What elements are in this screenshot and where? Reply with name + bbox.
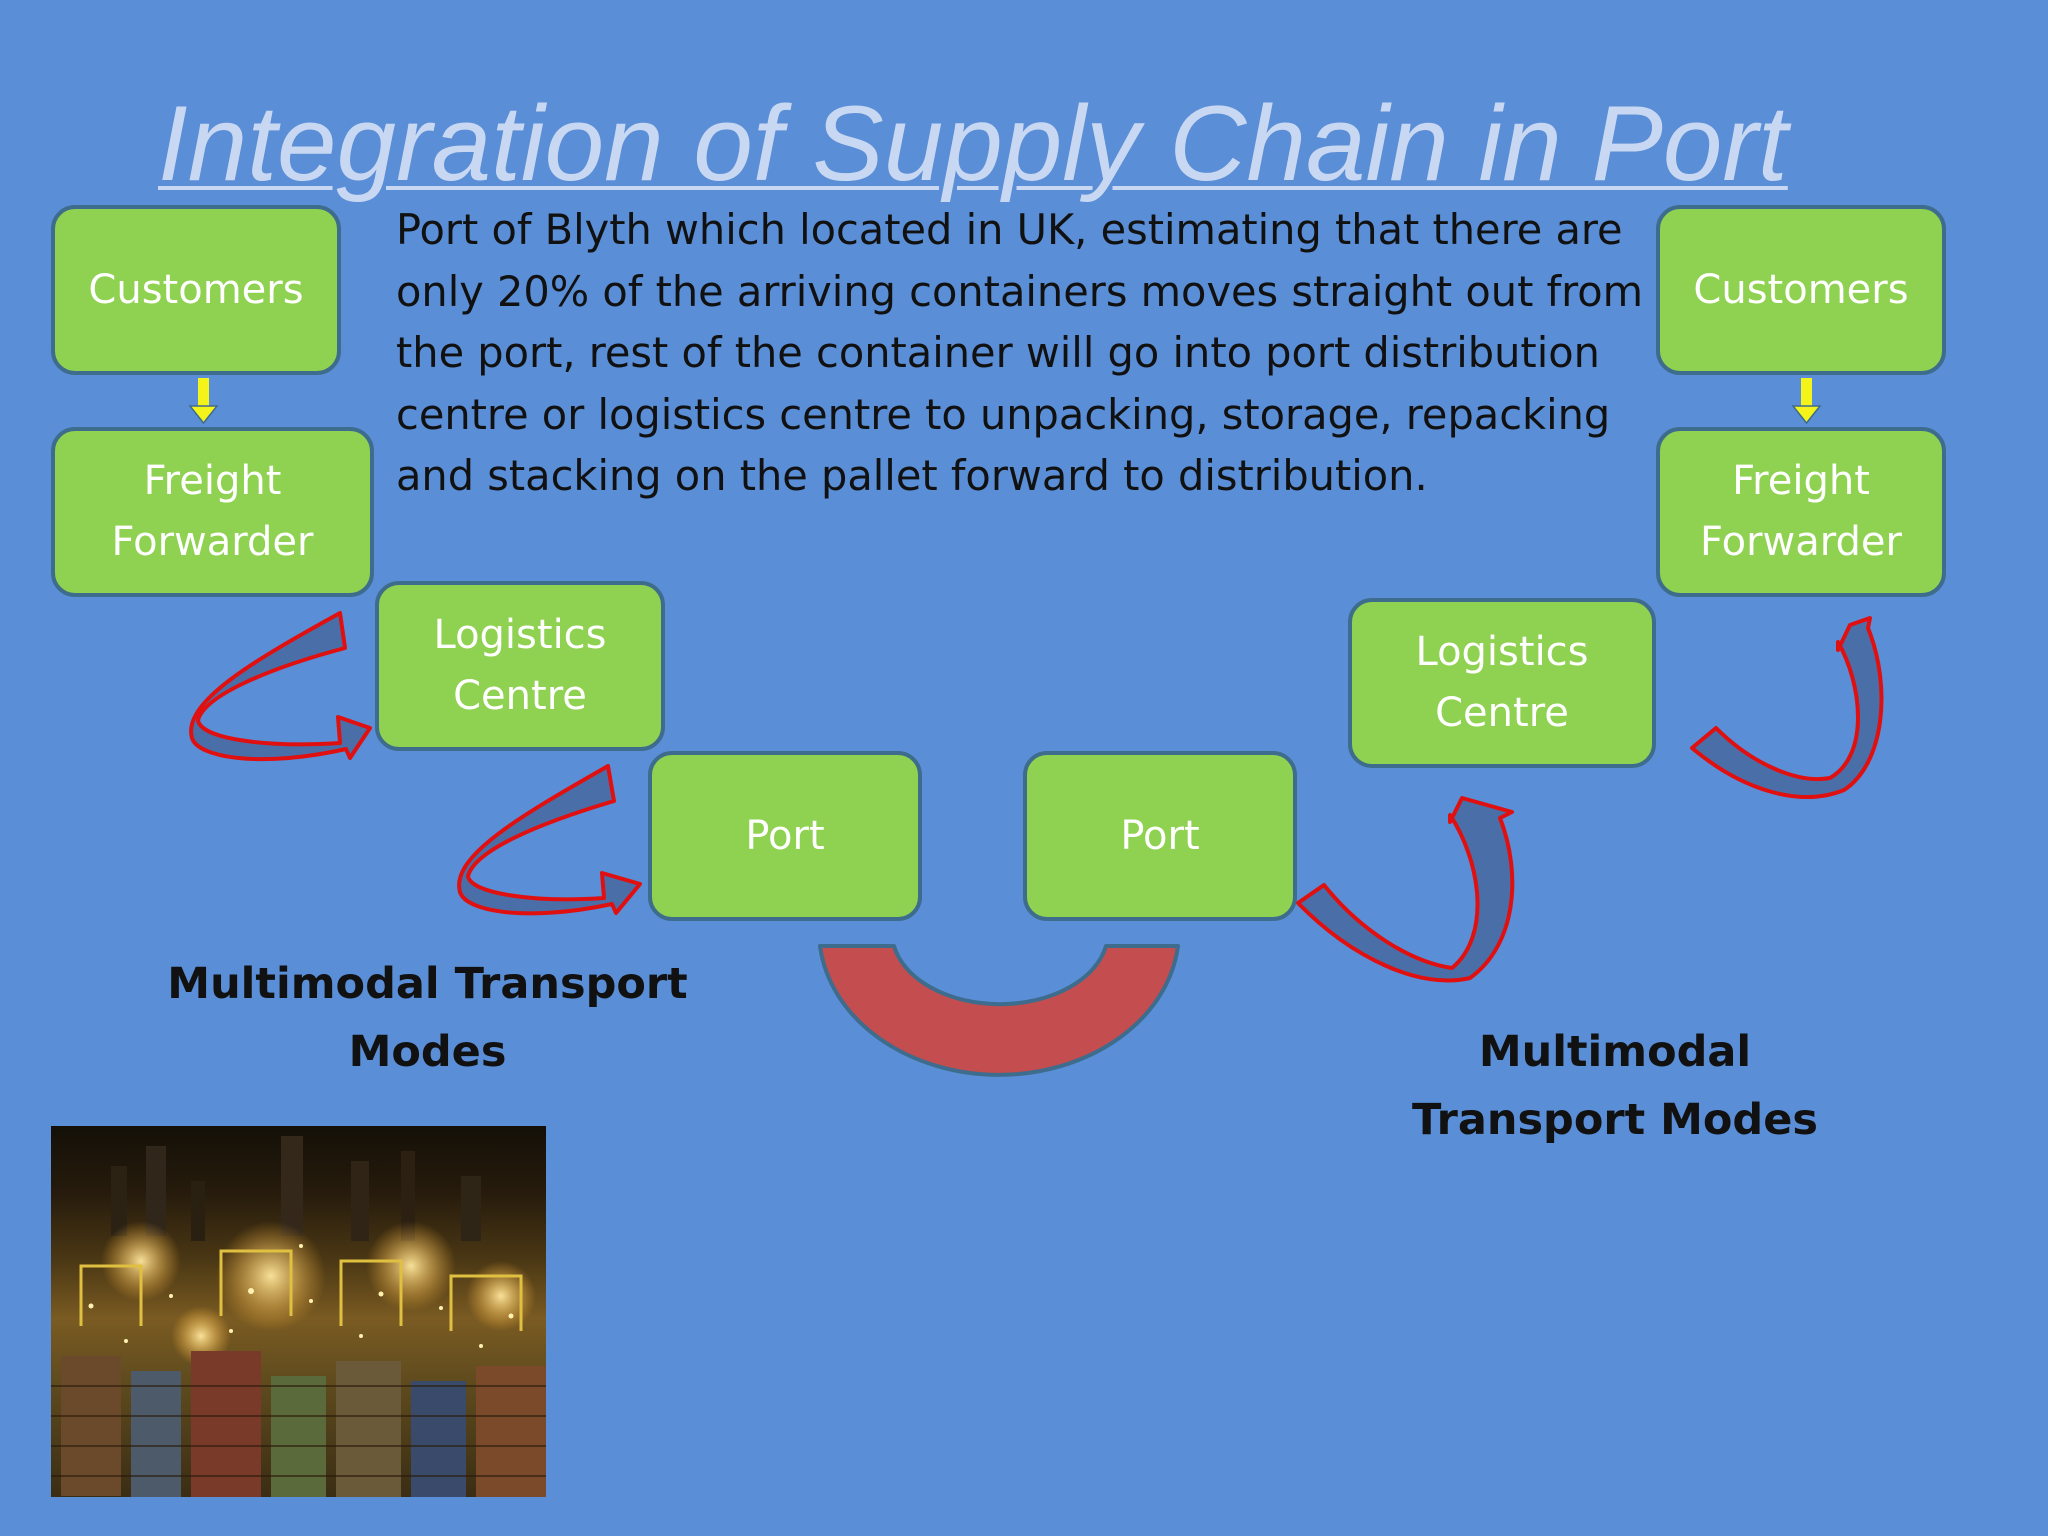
multimodal-label-left: Multimodal Transport Modes bbox=[167, 959, 688, 1077]
port-box-left: Port bbox=[648, 751, 922, 921]
photo-drawing bbox=[51, 1136, 546, 1497]
port-box-right: Port bbox=[1023, 751, 1297, 921]
curved-arrow-logistics-to-port-left bbox=[457, 764, 642, 916]
down-arrow-left bbox=[188, 378, 219, 425]
logistics-centre-label-right: Logistics Centre bbox=[1415, 629, 1589, 736]
freight-forwarder-box-left: Freight Forwarder bbox=[51, 427, 374, 597]
customers-label-right: Customers bbox=[1693, 266, 1909, 313]
body-text: Port of Blyth which located in UK, estim… bbox=[396, 205, 1644, 500]
logistics-centre-box-left: Logistics Centre bbox=[375, 581, 665, 751]
customers-label-left: Customers bbox=[88, 266, 304, 313]
freight-forwarder-box-right: Freight Forwarder bbox=[1656, 427, 1946, 597]
logistics-centre-box-right: Logistics Centre bbox=[1348, 598, 1656, 768]
customers-box-right: Customers bbox=[1656, 205, 1946, 375]
curved-arrow-port-to-logistics-right bbox=[1296, 796, 1515, 983]
freight-forwarder-label-right: Freight Forwarder bbox=[1700, 458, 1902, 565]
multimodal-label-right: Multimodal Transport Modes bbox=[1412, 1027, 1818, 1145]
port-container-terminal-photo bbox=[51, 1126, 546, 1497]
freight-forwarder-label-left: Freight Forwarder bbox=[111, 458, 314, 565]
logistics-centre-label-left: Logistics Centre bbox=[433, 612, 607, 719]
port-label-right: Port bbox=[1120, 812, 1200, 859]
customers-box-left: Customers bbox=[51, 205, 341, 375]
port-label-left: Port bbox=[745, 812, 825, 859]
slide-title: Integration of Supply Chain in Port bbox=[158, 83, 1788, 203]
curved-arrow-logistics-to-forwarder-right bbox=[1690, 616, 1884, 799]
down-arrow-right bbox=[1791, 378, 1822, 425]
curved-arrow-forwarder-to-logistics-left bbox=[189, 611, 372, 762]
port-to-port-connector bbox=[818, 944, 1180, 1077]
